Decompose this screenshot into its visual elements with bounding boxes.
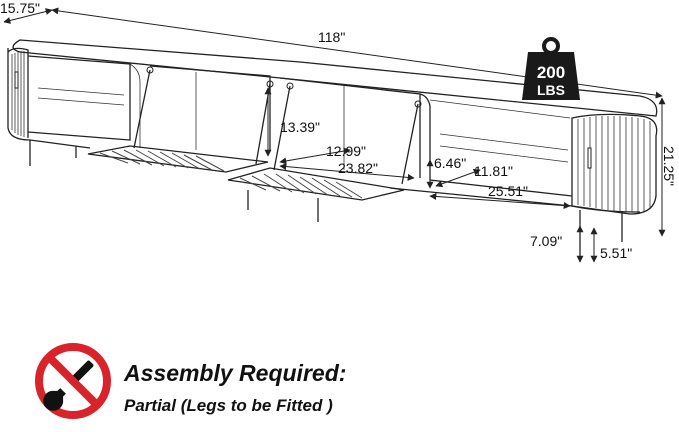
dim-flap-height: 13.39" [280, 119, 320, 135]
dim-side-width: 25.51" [488, 183, 528, 199]
dim-side-shelf-depth: 11.81" [474, 163, 513, 179]
no-tools-icon [35, 343, 111, 419]
right-fluted-door [577, 116, 651, 212]
left-fluted-door [11, 51, 25, 137]
weight-value: 200 [537, 63, 565, 82]
dim-compartment-width: 23.82" [338, 160, 378, 176]
dim-total-width: 118" [318, 29, 345, 45]
open-flap-doors [87, 145, 405, 201]
weight-badge: 200 LBS [522, 37, 580, 100]
dim-depth: 15.75" [0, 0, 40, 16]
dim-shelf-depth: 12.99" [326, 143, 366, 159]
dim-total-height: 21.25" [661, 146, 677, 186]
dim-clearance: 7.09" [530, 233, 562, 249]
dim-shelf-height: 6.46" [434, 155, 466, 171]
dim-leg-height: 5.51" [600, 245, 632, 261]
assembly-required-title: Assembly Required: [124, 360, 347, 386]
weight-unit: LBS [537, 82, 565, 98]
assembly-required-subtitle: Partial (Legs to be Fitted ) [124, 396, 333, 415]
